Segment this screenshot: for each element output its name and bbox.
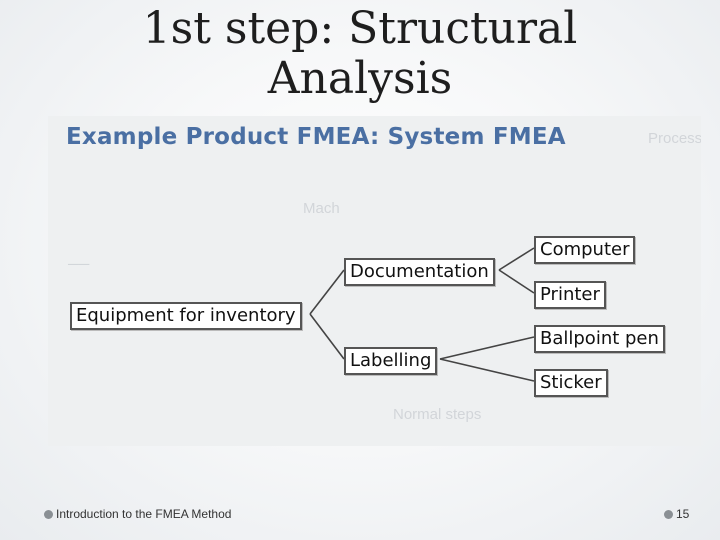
bullet-icon — [664, 509, 673, 519]
page-number: 15 — [664, 507, 689, 521]
connector-root-documentation — [309, 269, 345, 315]
tree-node-documentation: Documentation — [344, 258, 495, 286]
tree-node-sticker: Sticker — [534, 369, 608, 397]
footer-caption: Introduction to the FMEA Method — [44, 507, 231, 521]
connector-labelling-sticker — [439, 358, 535, 382]
tree-node-printer: Printer — [534, 281, 606, 309]
ghost-text: ── — [68, 256, 90, 273]
slide-title-line-1: 1st step: Structural — [142, 3, 578, 54]
figure-heading: Example Product FMEA: System FMEA — [66, 124, 566, 150]
bullet-icon — [44, 509, 53, 519]
fmea-structure-figure: Process Mach ── Normal steps Example Pro… — [48, 116, 701, 446]
tree-node-computer: Computer — [534, 236, 636, 264]
ghost-text: Process — [648, 130, 701, 147]
ghost-text: Normal steps — [393, 406, 482, 423]
connector-root-labelling — [309, 313, 345, 360]
tree-node-labelling: Labelling — [344, 347, 438, 375]
slide-title-line-2: Analysis — [267, 53, 453, 104]
tree-connectors — [309, 247, 535, 382]
connector-documentation-computer — [498, 247, 535, 271]
page-number-text: 15 — [676, 507, 690, 521]
connector-labelling-ballpoint — [439, 336, 535, 360]
tree-node-root: Equipment for inventory — [70, 302, 302, 330]
footer-text: Introduction to the FMEA Method — [56, 507, 232, 521]
ghost-text: Mach — [303, 200, 340, 217]
slide-title: 1st step: Structural Analysis — [100, 4, 620, 104]
connector-documentation-printer — [498, 269, 535, 294]
tree-node-ballpoint-pen: Ballpoint pen — [534, 325, 665, 353]
